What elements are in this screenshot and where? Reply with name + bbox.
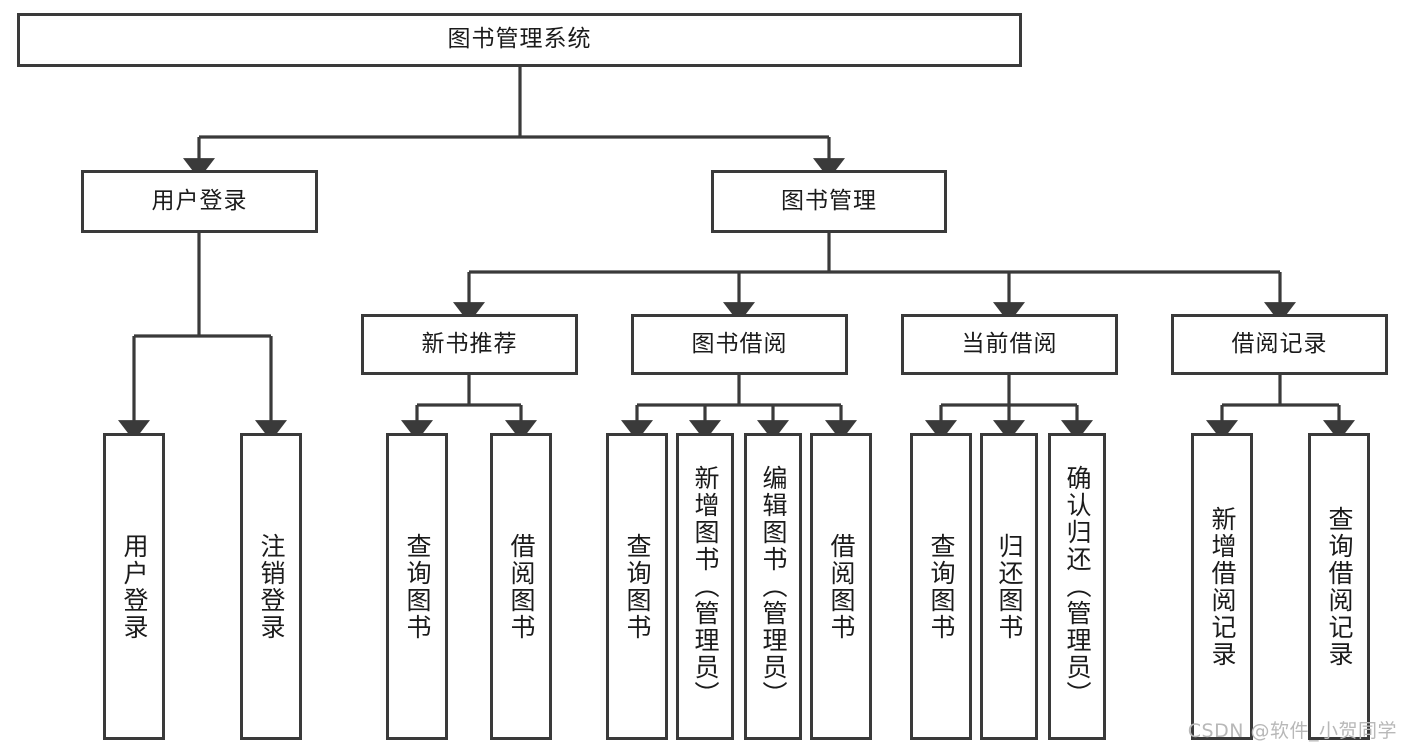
- node-label: 查询图书: [623, 532, 652, 641]
- leaf-add-book-admin[interactable]: 新增图书（管理员）: [676, 433, 734, 740]
- leaf-logout[interactable]: 注销登录: [240, 433, 302, 740]
- node-book-management[interactable]: 图书管理: [711, 170, 947, 233]
- node-label: 图书管理系统: [447, 26, 592, 53]
- node-label: 查询借阅记录: [1325, 505, 1354, 668]
- node-label: 用户登录: [151, 187, 248, 214]
- node-label: 查询图书: [927, 532, 956, 641]
- leaf-query-book-recommend[interactable]: 查询图书: [386, 433, 448, 740]
- leaf-return-book[interactable]: 归还图书: [980, 433, 1038, 740]
- node-label: 归还图书: [995, 532, 1024, 641]
- node-new-book-recommend[interactable]: 新书推荐: [361, 314, 578, 375]
- leaf-borrow-book-recommend[interactable]: 借阅图书: [490, 433, 552, 740]
- node-label: 借阅图书: [827, 532, 856, 641]
- leaf-edit-book-admin[interactable]: 编辑图书（管理员）: [744, 433, 802, 740]
- node-label: 新书推荐: [421, 330, 518, 357]
- node-label: 图书借阅: [691, 330, 788, 357]
- leaf-add-borrow-record[interactable]: 新增借阅记录: [1191, 433, 1253, 740]
- node-label: 图书管理: [781, 187, 877, 214]
- node-label: 新增借阅记录: [1208, 505, 1237, 668]
- node-label: 查询图书: [403, 532, 432, 641]
- leaf-query-book-borrow[interactable]: 查询图书: [606, 433, 668, 740]
- leaf-query-book-current[interactable]: 查询图书: [910, 433, 972, 740]
- node-label: 编辑图书（管理员）: [759, 465, 788, 708]
- node-label: 用户登录: [120, 532, 149, 641]
- leaf-borrow-book[interactable]: 借阅图书: [810, 433, 872, 740]
- leaf-user-login[interactable]: 用户登录: [103, 433, 165, 740]
- node-label: 新增图书（管理员）: [691, 465, 720, 708]
- node-label: 当前借阅: [961, 330, 1058, 357]
- leaf-query-borrow-record[interactable]: 查询借阅记录: [1308, 433, 1370, 740]
- node-root-system[interactable]: 图书管理系统: [17, 13, 1022, 67]
- node-borrow-record[interactable]: 借阅记录: [1171, 314, 1388, 375]
- node-label: 确认归还（管理员）: [1063, 465, 1092, 708]
- node-user-login[interactable]: 用户登录: [81, 170, 318, 233]
- node-label: 注销登录: [257, 532, 286, 641]
- leaf-confirm-return-admin[interactable]: 确认归还（管理员）: [1048, 433, 1106, 740]
- node-label: 借阅图书: [507, 532, 536, 641]
- node-label: 借阅记录: [1231, 330, 1328, 357]
- node-current-borrow[interactable]: 当前借阅: [901, 314, 1118, 375]
- node-book-borrow[interactable]: 图书借阅: [631, 314, 848, 375]
